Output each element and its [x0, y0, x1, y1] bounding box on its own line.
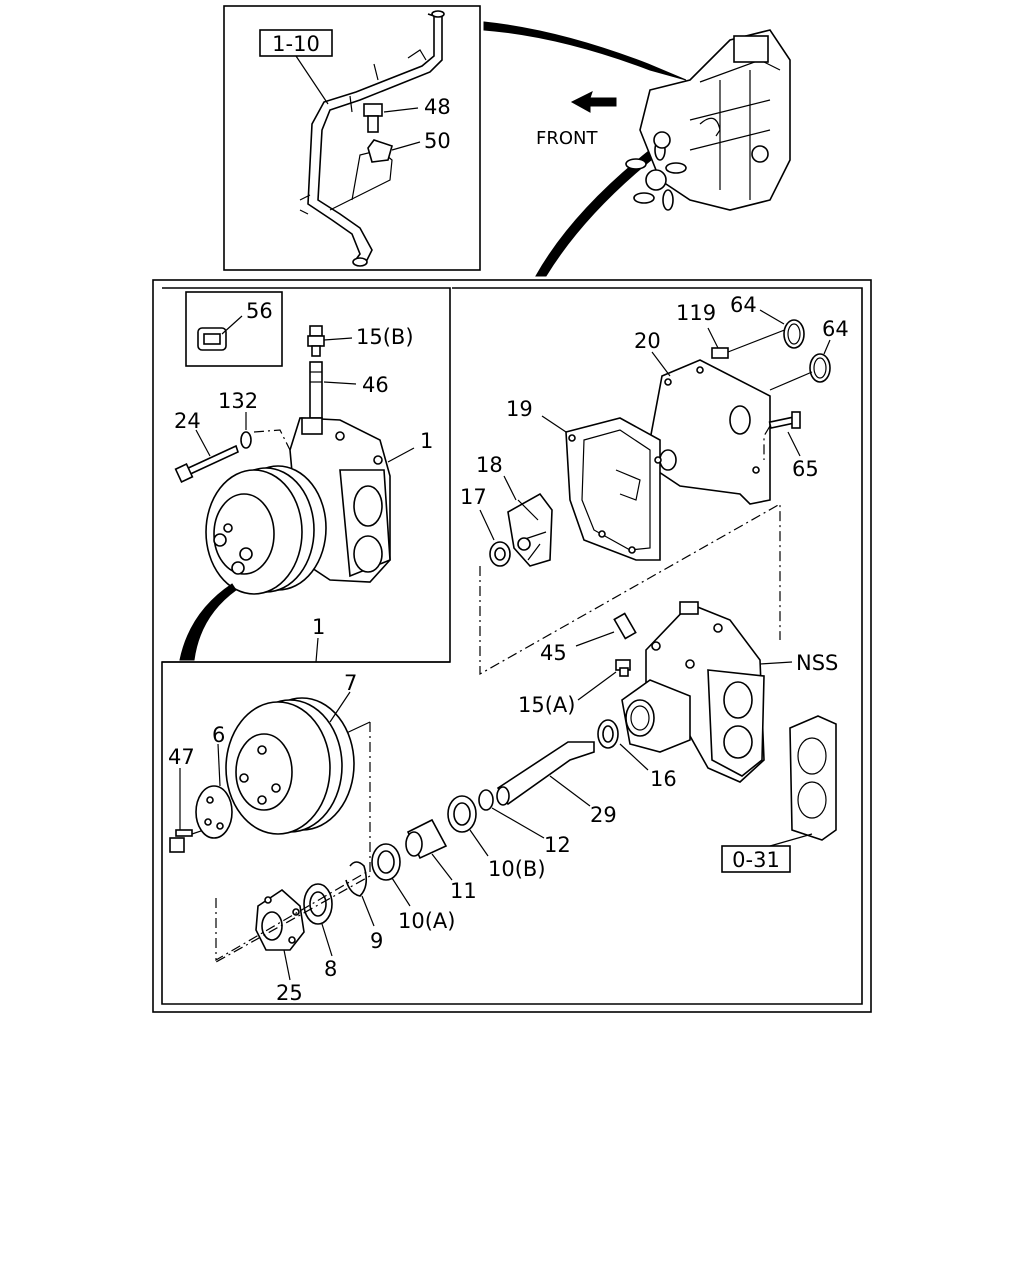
- label-56: 56: [246, 299, 273, 323]
- bolt-48: [363, 103, 383, 133]
- ref-1-10: 1-10: [272, 32, 320, 56]
- label-9: 9: [370, 929, 383, 953]
- label-65: 65: [792, 457, 819, 481]
- label-1b: 1: [312, 615, 325, 639]
- assembly-axis: [479, 502, 781, 676]
- shaft-29: [496, 741, 595, 806]
- washer-12: [478, 789, 494, 811]
- stud-46: [309, 361, 323, 419]
- ref-box-0-31: [721, 845, 791, 873]
- label-29: 29: [590, 803, 617, 827]
- label-16: 16: [650, 767, 677, 791]
- plug-56: [197, 327, 227, 351]
- label-25: 25: [276, 981, 303, 1005]
- seal-17: [489, 541, 511, 567]
- washer-132: [240, 431, 252, 449]
- main-frame: [152, 279, 872, 1013]
- bearing-16: [597, 719, 619, 749]
- label-46: 46: [362, 373, 389, 397]
- label-18: 18: [476, 453, 503, 477]
- label-19: 19: [506, 397, 533, 421]
- label-15b: 15(B): [356, 325, 414, 349]
- lower-assembly-axis: [215, 722, 371, 963]
- pulley-assembled: [205, 465, 327, 595]
- sleeve-45: [613, 612, 637, 640]
- bearing-10a: [371, 843, 401, 881]
- fitting-15b: [307, 325, 325, 357]
- label-11: 11: [450, 879, 477, 903]
- label-8: 8: [324, 957, 337, 981]
- bolt-65: [768, 411, 801, 429]
- label-17: 17: [460, 485, 487, 509]
- label-48: 48: [424, 95, 451, 119]
- engine-locator: FRONT: [483, 21, 791, 277]
- plate-6: [195, 785, 233, 839]
- coolant-pipe: [317, 13, 443, 263]
- label-119: 119: [676, 301, 716, 325]
- gasket-19: [565, 417, 662, 561]
- label-20: 20: [634, 329, 661, 353]
- seal-8: [303, 883, 333, 925]
- label-nss: NSS: [796, 651, 838, 675]
- oring-64b: [809, 353, 831, 383]
- ref-0-31: 0-31: [732, 848, 780, 872]
- pipe-inset-frame: [223, 5, 481, 271]
- pulley-7: [225, 697, 355, 835]
- label-10b: 10(B): [488, 857, 546, 881]
- label-6: 6: [212, 723, 225, 747]
- bolt-119: [711, 347, 729, 359]
- bolt-47: [169, 829, 193, 853]
- locator-arrow-top: [483, 21, 687, 81]
- pump-housing-exploded: [621, 601, 765, 783]
- impeller-18: [507, 492, 553, 567]
- label-47: 47: [168, 745, 195, 769]
- bearing-10b: [447, 795, 477, 833]
- label-12: 12: [544, 833, 571, 857]
- label-24: 24: [174, 409, 201, 433]
- fitting-15a: [615, 659, 631, 677]
- exploded-arrow: [179, 583, 237, 661]
- bolt-24: [174, 444, 239, 483]
- clip-50: [367, 139, 393, 163]
- hub-25: [255, 888, 305, 951]
- label-45: 45: [540, 641, 567, 665]
- label-64a: 64: [730, 293, 757, 317]
- label-10a: 10(A): [398, 909, 455, 933]
- pump-assembly-panel: 56 15(B) 46 24 132: [162, 287, 451, 663]
- label-7: 7: [344, 671, 357, 695]
- spacer-11: [405, 818, 448, 860]
- pipe-inset: 1-10 48 50: [223, 5, 481, 271]
- label-15a: 15(A): [518, 693, 575, 717]
- label-64b: 64: [822, 317, 849, 341]
- label-front: FRONT: [536, 128, 598, 149]
- part-56-box: [185, 291, 283, 367]
- label-1a: 1: [420, 429, 433, 453]
- snap-ring-9: [345, 861, 368, 897]
- oring-64a: [783, 319, 805, 349]
- label-50: 50: [424, 129, 451, 153]
- housing-parts-panel: 20 119 64 64 65: [161, 287, 863, 1005]
- label-132: 132: [218, 389, 258, 413]
- gasket-0-31: [789, 715, 837, 841]
- cover-plate-20: [649, 359, 771, 505]
- front-arrow: [570, 91, 617, 113]
- housing-parts-frame: [161, 287, 863, 1005]
